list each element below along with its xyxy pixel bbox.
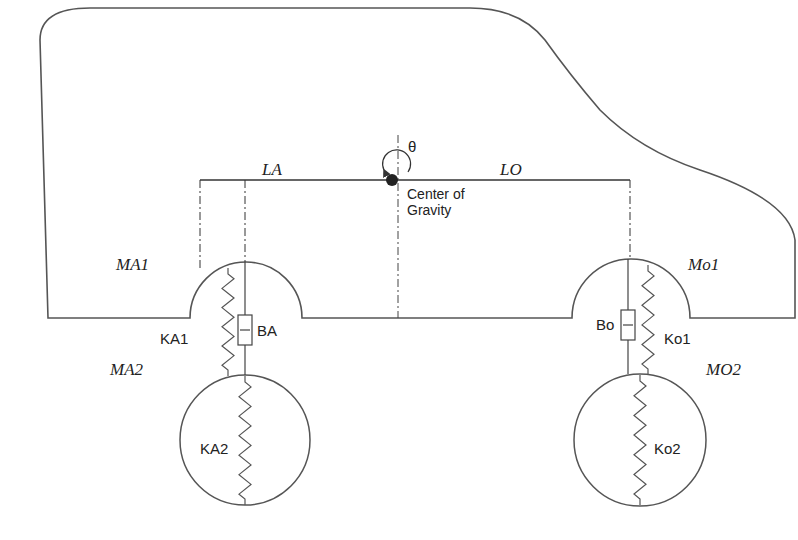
mass-label: MO2	[706, 360, 741, 380]
axis-line	[200, 180, 201, 270]
rear-suspension-spring	[222, 268, 234, 376]
rear-tire-spring	[239, 376, 251, 505]
point-label: Center of Gravity	[407, 186, 481, 218]
length-label: LA	[262, 160, 282, 180]
front-damper	[621, 259, 635, 374]
rear-wheel	[180, 375, 310, 505]
center-of-gravity	[386, 174, 398, 186]
mass-label: MA2	[110, 360, 143, 380]
axis-line	[245, 180, 246, 262]
rotation-arrow	[383, 150, 411, 172]
damper-label: BA	[257, 322, 277, 339]
front-suspension-spring	[642, 265, 654, 375]
car-body	[40, 8, 795, 318]
front-wheel	[574, 374, 706, 506]
front-tire-spring	[634, 375, 646, 505]
rear-damper	[238, 262, 252, 375]
cg-axis	[398, 135, 399, 318]
axis-line	[630, 180, 631, 259]
mass-label: MA1	[116, 255, 149, 275]
angle-label: θ	[408, 138, 416, 155]
spring-label: Ko2	[654, 440, 681, 457]
mass-label: Mo1	[688, 255, 719, 275]
spring-label: KA2	[200, 440, 228, 457]
length-label: LO	[500, 160, 522, 180]
damper-label: Bo	[596, 316, 614, 333]
wheelbase-line	[200, 179, 630, 180]
spring-label: KA1	[160, 330, 188, 347]
spring-label: Ko1	[664, 330, 691, 347]
